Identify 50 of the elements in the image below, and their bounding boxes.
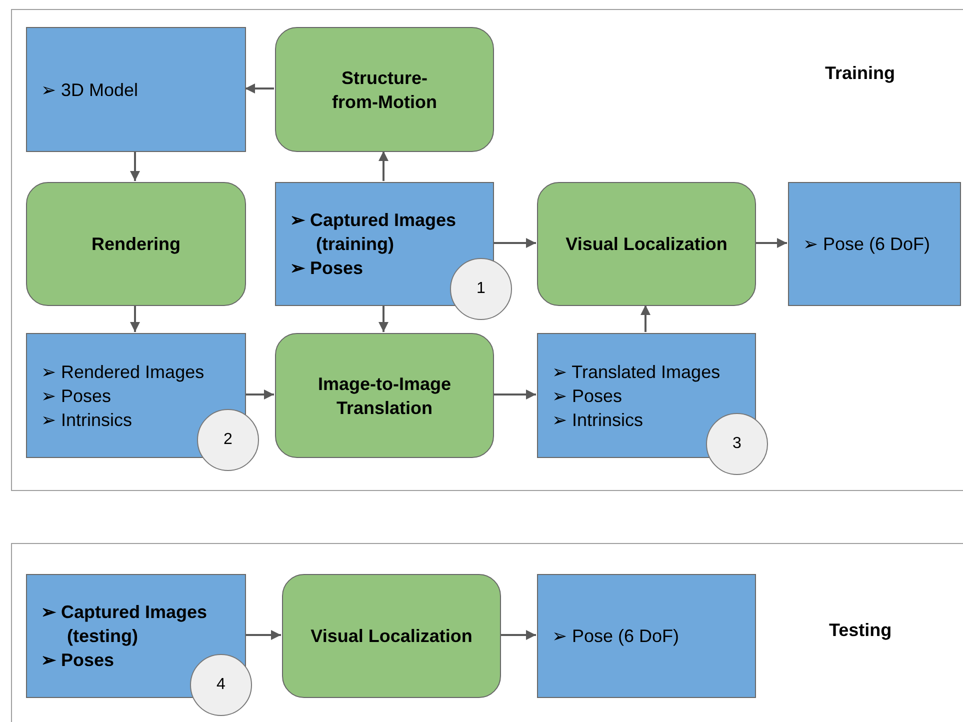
arrow [130,151,140,181]
data-box [537,333,756,458]
panel-title: Training [825,63,896,84]
bullet-item: ➢ Poses [552,384,624,408]
arrow [755,238,787,248]
bullet-item: ➢ Captured Images (testing) [41,601,208,648]
step-number: 3 [732,435,742,453]
bullet-item: ➢ Poses [41,649,116,672]
arrow [500,630,536,640]
arrow [493,238,536,248]
arrow [130,305,140,332]
step-number: 4 [216,676,226,694]
arrow [245,630,281,640]
process-box [275,333,494,458]
process-box [26,182,246,306]
step-number: 1 [476,280,486,298]
bullet-item: ➢ Intrinsics [41,408,134,432]
process-box [537,182,756,306]
process-label: Structure-from-Motion [331,66,438,114]
arrow [640,305,650,332]
data-box [537,574,756,698]
data-box [788,182,961,306]
data-box [26,333,246,458]
bullet-item: ➢ Captured Images (training) [290,209,458,256]
panel-frame [11,543,963,722]
bullet-item: ➢ Pose (6 DoF) [552,625,680,648]
arrow [378,151,388,181]
bullet-item: ➢ Rendered Images [41,360,206,384]
process-box [275,27,494,152]
data-box [26,574,246,698]
arrow [245,84,274,94]
bullet-item: ➢ Poses [41,384,112,408]
process-label: Visual Localization [566,233,728,256]
data-box [26,27,246,152]
bullet-item: ➢ Translated Images [552,360,722,384]
bullet-item: ➢ Pose (6 DoF) [803,233,932,256]
process-label: Visual Localization [310,625,472,648]
arrow [245,390,274,400]
process-label: Image-to-Image Translation [316,372,452,420]
data-box [275,182,494,306]
arrow [493,390,536,400]
process-label: Rendering [91,233,180,256]
arrow [378,305,388,332]
panel-frame [11,9,963,491]
panel-title: Testing [829,620,892,641]
step-number: 2 [224,431,232,449]
bullet-item: ➢ Intrinsics [552,408,644,432]
bullet-item: ➢ 3D Model [41,78,140,102]
bullet-item: ➢ Poses [290,257,364,280]
process-box [282,574,501,698]
